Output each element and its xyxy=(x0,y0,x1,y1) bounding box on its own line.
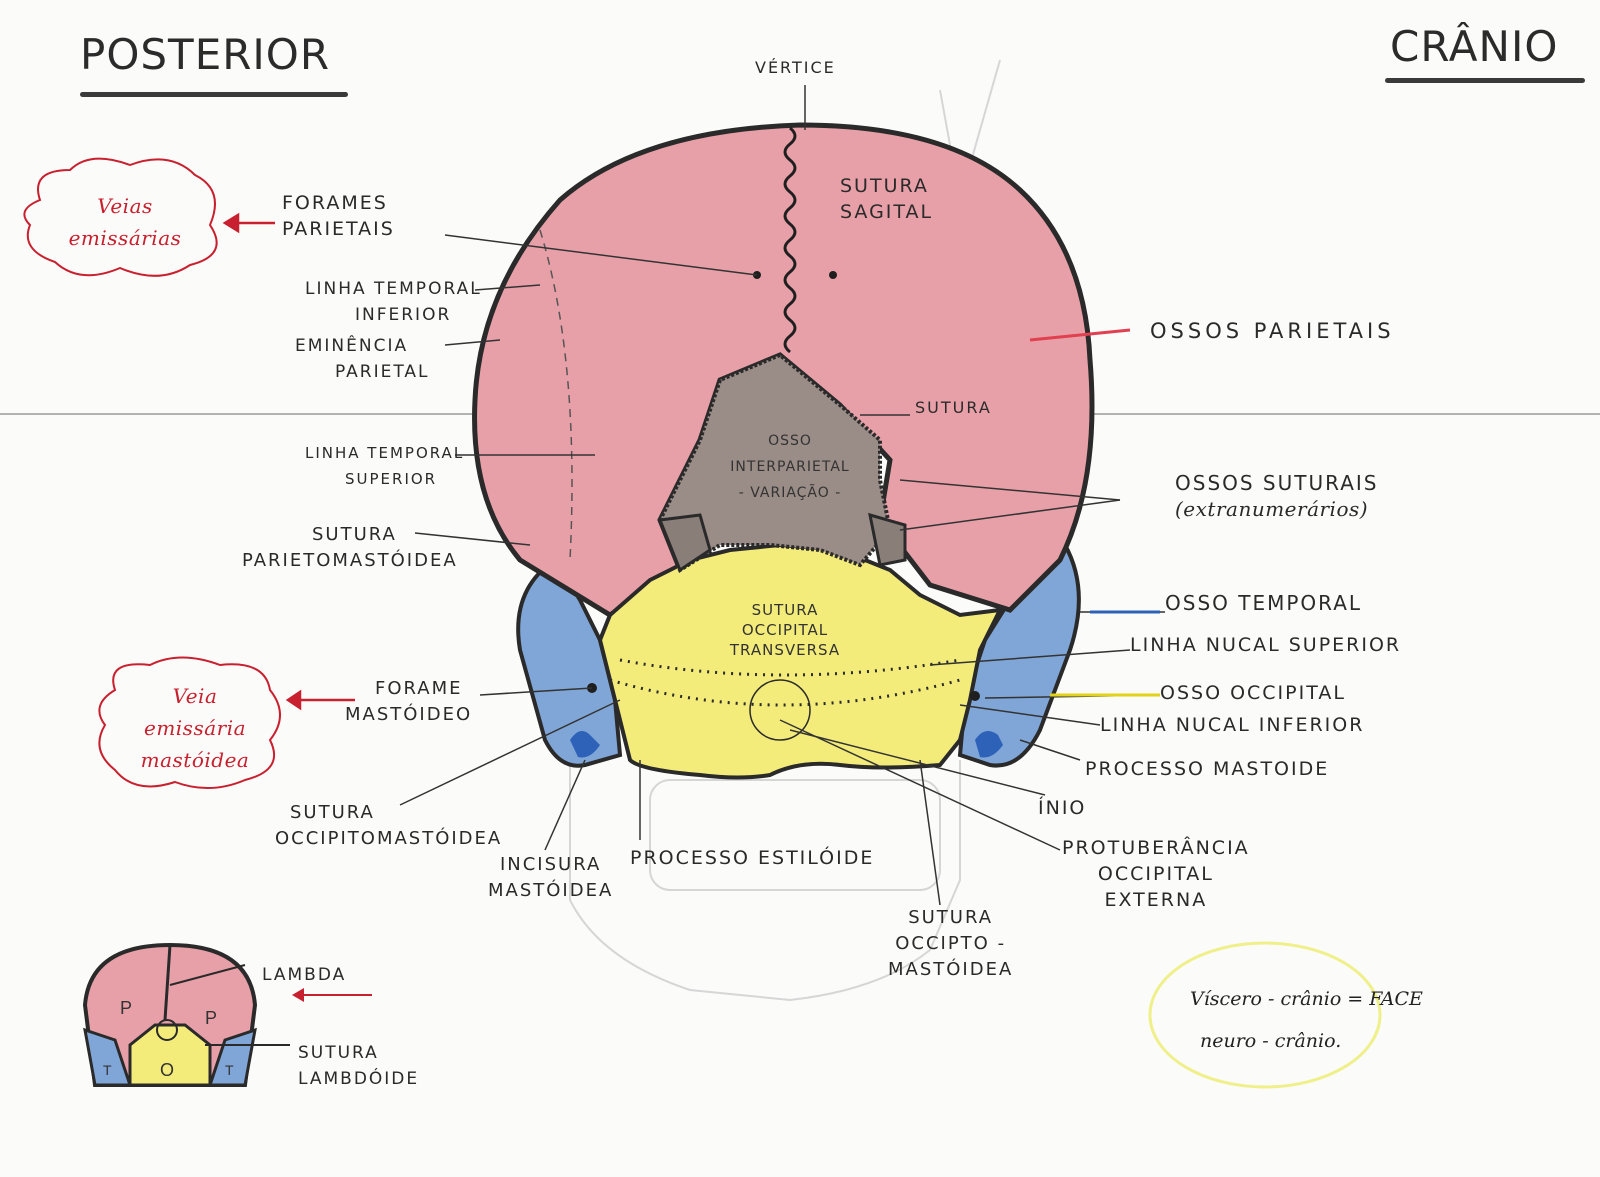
label-osso-interparietal: OSSO INTERPARIETAL - VARIAÇÃO - xyxy=(715,428,865,506)
label-sutura-parietomastoidea-line2: PARIETOMASTÓIDEA xyxy=(242,550,458,571)
label-protuberancia-line3: EXTERNA xyxy=(1104,889,1208,911)
label-incisura-mastoidea: INCISURA MASTÓIDEA xyxy=(488,852,613,904)
label-osso-interparietal-line2: INTERPARIETAL xyxy=(730,459,850,475)
label-sutura-occipto-mastoidea: SUTURA OCCIPTO - MASTÓIDEA xyxy=(888,905,1013,983)
cloud-veia-mastoidea-line3: mastóidea xyxy=(140,748,250,772)
mastoid-process-right xyxy=(975,731,1003,758)
label-linha-nucal-inferior: LINHA NUCAL INFERIOR xyxy=(1100,714,1365,736)
label-vertice: VÉRTICE xyxy=(755,58,836,77)
label-processo-estiloide: PROCESSO ESTILÓIDE xyxy=(630,847,875,869)
label-inio: ÍNIO xyxy=(1038,797,1087,819)
cloud-veia-mastoidea-line1: Veia xyxy=(172,684,218,708)
label-linha-temporal-inferior-line1: LINHA TEMPORAL xyxy=(305,279,482,299)
label-ossos-suturais-line2: (extranumerários) xyxy=(1175,497,1369,521)
mastoid-foramen-right xyxy=(970,691,980,701)
label-sutura-lambdoide: SUTURA LAMBDÓIDE xyxy=(298,1040,419,1092)
label-sutura-sagital: SUTURA SAGITAL xyxy=(840,173,933,225)
sagittal-suture xyxy=(783,126,797,354)
label-sutura-occipitomastoidea: SUTURA OCCIPITOMASTÓIDEA xyxy=(275,800,502,852)
label-sutura-occipital-transversa: SUTURA OCCIPITAL TRANSVERSA xyxy=(700,600,870,660)
label-linha-nucal-superior: LINHA NUCAL SUPERIOR xyxy=(1130,634,1402,656)
external-occipital-protuberance xyxy=(749,679,811,741)
cloud-veia-mastoidea xyxy=(98,656,281,790)
label-ossos-suturais-line1: OSSOS SUTURAIS xyxy=(1175,471,1379,495)
label-osso-occipital: OSSO OCCIPITAL xyxy=(1160,682,1346,704)
label-protuberancia: PROTUBERÂNCIA OCCIPITAL EXTERNA xyxy=(1062,835,1250,913)
note-viscero-cranio: Víscero - crânio = FACE xyxy=(1190,988,1423,1010)
label-forames-parietais-line2: PARIETAIS xyxy=(282,218,395,240)
label-sutura-occipitomastoidea-line2: OCCIPITOMASTÓIDEA xyxy=(275,828,503,849)
cloud-veia-mastoidea-line2: emissária xyxy=(143,716,247,740)
mini-letter-t-right: T xyxy=(225,1062,234,1078)
note-neuro-cranio: neuro - crânio. xyxy=(1200,1030,1342,1052)
label-forame-mastoideo-line2: MASTÓIDEO xyxy=(345,704,473,725)
label-linha-temporal-superior: LINHA TEMPORAL SUPERIOR xyxy=(305,440,464,492)
label-sutura-occipto-mastoidea-line1: SUTURA xyxy=(908,907,994,928)
label-incisura-mastoidea-line2: MASTÓIDEA xyxy=(488,880,614,901)
label-sutura-occipto-mastoidea-line2: OCCIPTO - xyxy=(895,933,1007,954)
label-sutura-occipital-transversa-line3: TRANSVERSA xyxy=(729,641,841,659)
title-right-underline xyxy=(1385,78,1585,83)
colored-key-lines xyxy=(1029,328,1160,697)
cloud-veias-emissarias-line1: Veias xyxy=(97,194,153,218)
label-osso-temporal: OSSO TEMPORAL xyxy=(1165,591,1363,615)
temporal-bone-left xyxy=(516,557,623,768)
parietal-foramen-right xyxy=(829,271,837,279)
label-linha-temporal-inferior: LINHA TEMPORAL INFERIOR xyxy=(305,276,482,328)
label-linha-temporal-superior-line1: LINHA TEMPORAL xyxy=(305,444,465,462)
mini-letter-o: O xyxy=(160,1060,175,1080)
red-arrows xyxy=(222,212,355,711)
label-protuberancia-line1: PROTUBERÂNCIA xyxy=(1062,837,1250,859)
label-linha-temporal-superior-line2: SUPERIOR xyxy=(345,470,438,488)
label-sutura-occipto-mastoidea-line3: MASTÓIDEA xyxy=(888,959,1014,980)
title-left-underline xyxy=(80,92,348,97)
label-ossos-suturais: OSSOS SUTURAIS (extranumerários) xyxy=(1175,470,1378,522)
label-sutura: SUTURA xyxy=(915,398,992,417)
title-cranio: CRÂNIO xyxy=(1390,22,1559,71)
label-sutura-lambdoide-line2: LAMBDÓIDE xyxy=(298,1069,420,1089)
sutural-bone-right xyxy=(868,512,907,567)
label-sutura-occipital-transversa-line1: SUTURA xyxy=(751,601,819,619)
note-cloud xyxy=(1148,941,1382,1089)
label-sutura-parietomastoidea: SUTURA PARIETOMASTÓIDEA xyxy=(242,522,458,574)
label-ossos-parietais: OSSOS PARIETAIS xyxy=(1150,319,1395,343)
label-forame-mastoideo-line1: FORAME xyxy=(375,678,463,699)
title-posterior: POSTERIOR xyxy=(80,30,331,79)
cloud-veia-mastoidea-text: Veia emissária mastóidea xyxy=(110,680,280,776)
label-forames-parietais: FORAMES PARIETAIS xyxy=(282,190,395,242)
label-processo-mastoide: PROCESSO MASTOIDE xyxy=(1085,758,1330,780)
label-sutura-parietomastoidea-line1: SUTURA xyxy=(312,524,397,545)
label-eminencia-parietal: EMINÊNCIA PARIETAL xyxy=(295,333,430,385)
label-eminencia-parietal-line2: PARIETAL xyxy=(335,362,430,382)
label-forames-parietais-line1: FORAMES xyxy=(282,192,388,214)
label-forame-mastoideo: FORAME MASTÓIDEO xyxy=(345,676,472,728)
label-osso-interparietal-line3: - VARIAÇÃO - xyxy=(738,485,842,501)
mastoid-process-left xyxy=(570,731,600,758)
temporal-line-left xyxy=(539,229,573,561)
label-sutura-sagital-line2: SAGITAL xyxy=(840,201,934,223)
mini-letter-p-right: P xyxy=(205,1008,218,1028)
sutural-bone-left xyxy=(657,513,712,573)
interparietal-bone xyxy=(657,352,893,573)
label-linha-temporal-inferior-line2: INFERIOR xyxy=(355,305,452,325)
label-sutura-sagital-line1: SUTURA xyxy=(840,175,929,197)
label-sutura-occipital-transversa-line2: OCCIPITAL xyxy=(741,621,829,639)
cloud-veias-emissarias-text: Veias emissárias xyxy=(40,190,210,254)
mini-letter-t-left: T xyxy=(103,1062,112,1078)
mini-letter-p-left: P xyxy=(120,998,133,1018)
occipital-bone xyxy=(597,542,1004,780)
label-lambda: LAMBDA xyxy=(262,965,347,985)
label-osso-interparietal-line1: OSSO xyxy=(768,433,812,449)
cloud-veias-emissarias xyxy=(23,157,218,277)
label-sutura-lambdoide-line1: SUTURA xyxy=(298,1043,379,1063)
label-eminencia-parietal-line1: EMINÊNCIA xyxy=(295,336,409,356)
label-incisura-mastoidea-line1: INCISURA xyxy=(499,854,602,875)
temporal-bone-right xyxy=(957,541,1081,768)
label-protuberancia-line2: OCCIPITAL xyxy=(1097,863,1214,885)
cloud-veias-emissarias-line2: emissárias xyxy=(68,226,182,250)
mini-skull xyxy=(82,942,372,1087)
label-sutura-occipitomastoidea-line1: SUTURA xyxy=(290,802,375,823)
